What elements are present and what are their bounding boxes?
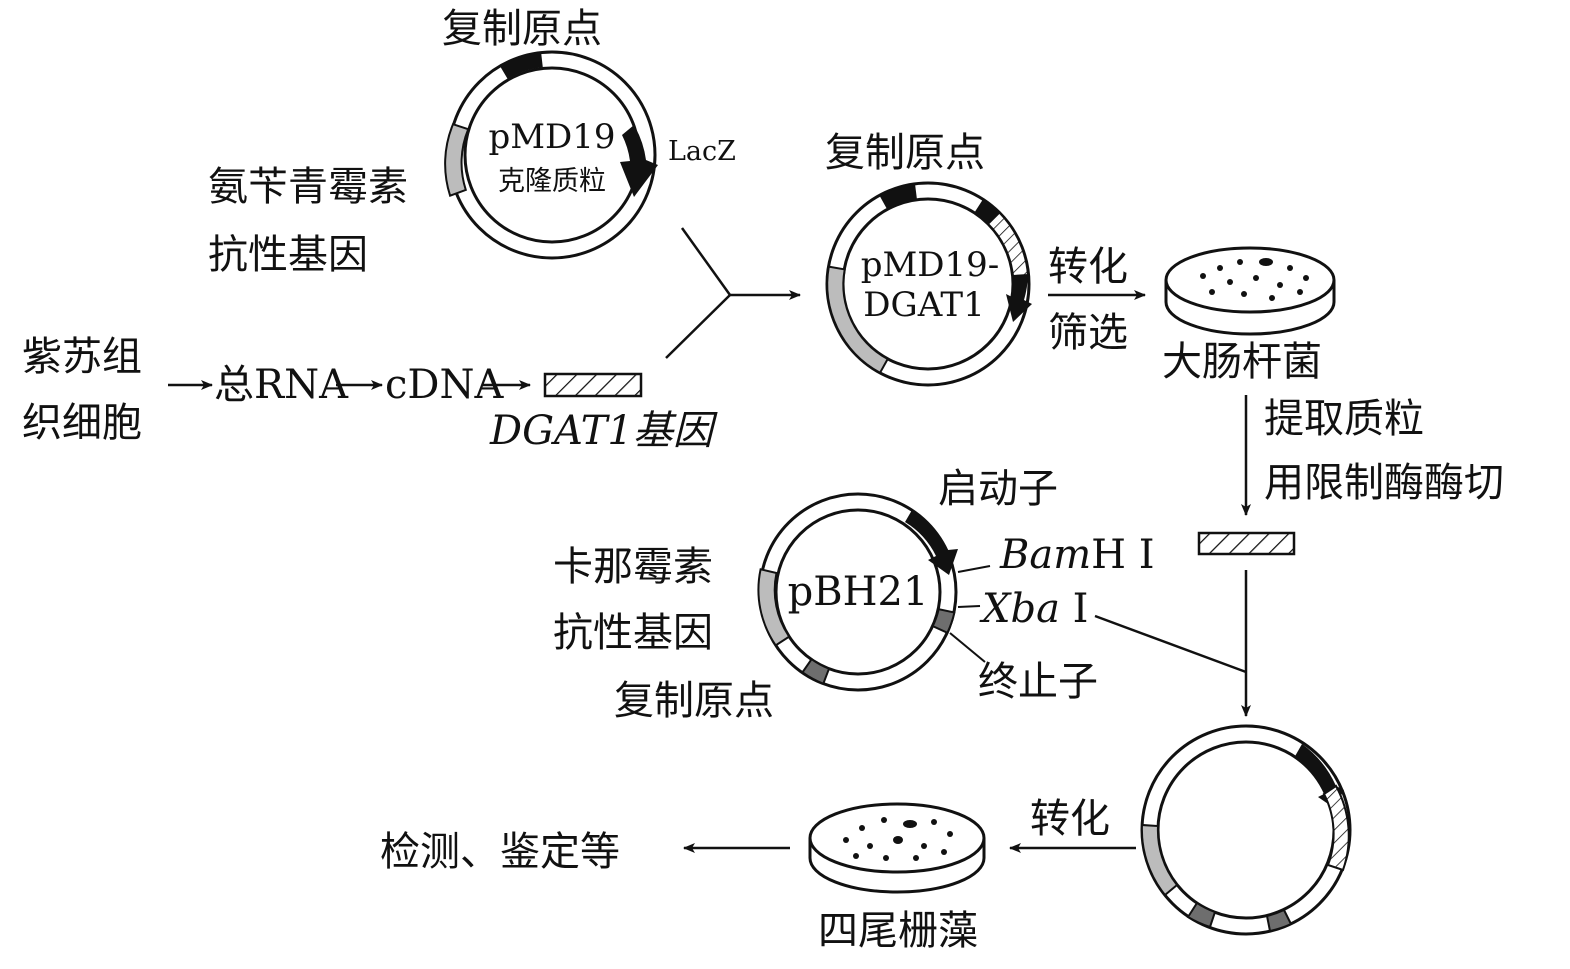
terminator-label: 终止子	[978, 659, 1098, 705]
digest-label: 用限制酶酶切	[1264, 460, 1504, 506]
detection-label: 检测、鉴定等	[380, 829, 620, 875]
ecoli-colonies	[1200, 258, 1309, 301]
lacz-label: LacZ	[668, 136, 736, 167]
source-pathway: 紫苏组 织细胞 总RNA cDNA DGAT1基因	[22, 334, 718, 454]
kan-label-line2: 抗性基因	[553, 610, 713, 656]
plasmid-pmd19: 复制原点 pMD19 克隆质粒 LacZ 氨苄青霉素 抗性基因	[208, 6, 736, 278]
pmd19-subname: 克隆质粒	[498, 166, 606, 197]
ecoli-dish: 大肠杆菌	[1162, 246, 1336, 385]
pmd19-name: pMD19	[488, 117, 615, 157]
dgat1-gene-box	[543, 372, 643, 398]
screen-label: 筛选	[1048, 310, 1128, 356]
digested-gene-box	[1197, 531, 1296, 556]
algae-dish: 四尾栅藻	[808, 802, 986, 954]
pmd19-ori-label: 复制原点	[442, 6, 602, 52]
pmd19-ori-segment	[499, 51, 543, 79]
xbai-label: Xba Ⅰ	[979, 586, 1088, 632]
total-rna-label: 总RNA	[214, 362, 349, 408]
final-kan-segment	[1140, 823, 1179, 897]
pbh21-inner-ring	[774, 508, 942, 676]
bamhi-label: BamH Ⅰ	[999, 532, 1155, 578]
plasmid-final	[1140, 724, 1352, 936]
recombinant-name-line1: pMD19-	[861, 245, 1000, 285]
pbh21-promoter-arrow	[905, 510, 958, 575]
ecoli-label: 大肠杆菌	[1162, 339, 1322, 385]
pbh21-to-ligation-line	[1094, 614, 1247, 674]
kan-label-line1: 卡那霉素	[553, 544, 713, 590]
final-terminator-segment	[1265, 908, 1293, 933]
recombinant-ori-label: 复制原点	[825, 130, 985, 176]
amp-label-line1: 氨苄青霉素	[208, 164, 408, 210]
step-extract-digest: 提取质粒 用限制酶酶切	[1197, 395, 1504, 717]
pbh21-kan-segment	[757, 568, 791, 647]
xbai-pointer	[957, 605, 981, 608]
algae-colonies	[843, 817, 953, 861]
recombinant-name-line2: DGAT1	[863, 285, 984, 325]
plasmid-recombinant: 复制原点 pMD19- DGAT1	[825, 130, 1032, 387]
transform2-label: 转化	[1030, 796, 1110, 842]
pbh21-ori-label: 复制原点	[614, 678, 774, 724]
recombinant-lacz-arrow	[1006, 275, 1032, 322]
pbh21-terminator-segment	[931, 608, 956, 635]
final-outer-ring	[1140, 724, 1352, 936]
ecoli-dish-top	[1164, 246, 1336, 314]
dgat1-gene-label: DGAT1基因	[489, 408, 718, 454]
pmd19-lacz-arrow	[620, 125, 658, 197]
final-ori-segment	[1186, 901, 1217, 929]
plasmid-pbh21: pBH21 启动子 BamH Ⅰ Xba Ⅰ 终止子 卡那霉素 抗性基因 复制原…	[553, 466, 1247, 724]
recombinant-ori-segment	[879, 183, 917, 210]
algae-label: 四尾栅藻	[818, 908, 978, 954]
merge-connector	[665, 227, 801, 359]
tissue-label-line2: 织细胞	[22, 400, 142, 446]
final-step: 检测、鉴定等	[380, 829, 790, 875]
bamhi-pointer	[957, 565, 991, 573]
step-transform-screen: 转化 筛选	[1048, 244, 1146, 356]
extract-label: 提取质粒	[1264, 396, 1424, 442]
final-insert-segment	[1322, 784, 1350, 872]
promoter-label: 启动子	[938, 466, 1058, 512]
terminator-pointer	[949, 632, 986, 663]
tissue-label-line1: 紫苏组	[22, 334, 142, 380]
recombinant-amp-segment	[826, 265, 890, 375]
pmd19-amp-segment	[444, 122, 470, 198]
transform-label: 转化	[1048, 244, 1128, 290]
amp-label-line2: 抗性基因	[208, 232, 368, 278]
step-transform-2: 转化	[1009, 796, 1136, 853]
pbh21-ori-segment	[801, 657, 831, 686]
pbh21-name: pBH21	[788, 569, 929, 615]
